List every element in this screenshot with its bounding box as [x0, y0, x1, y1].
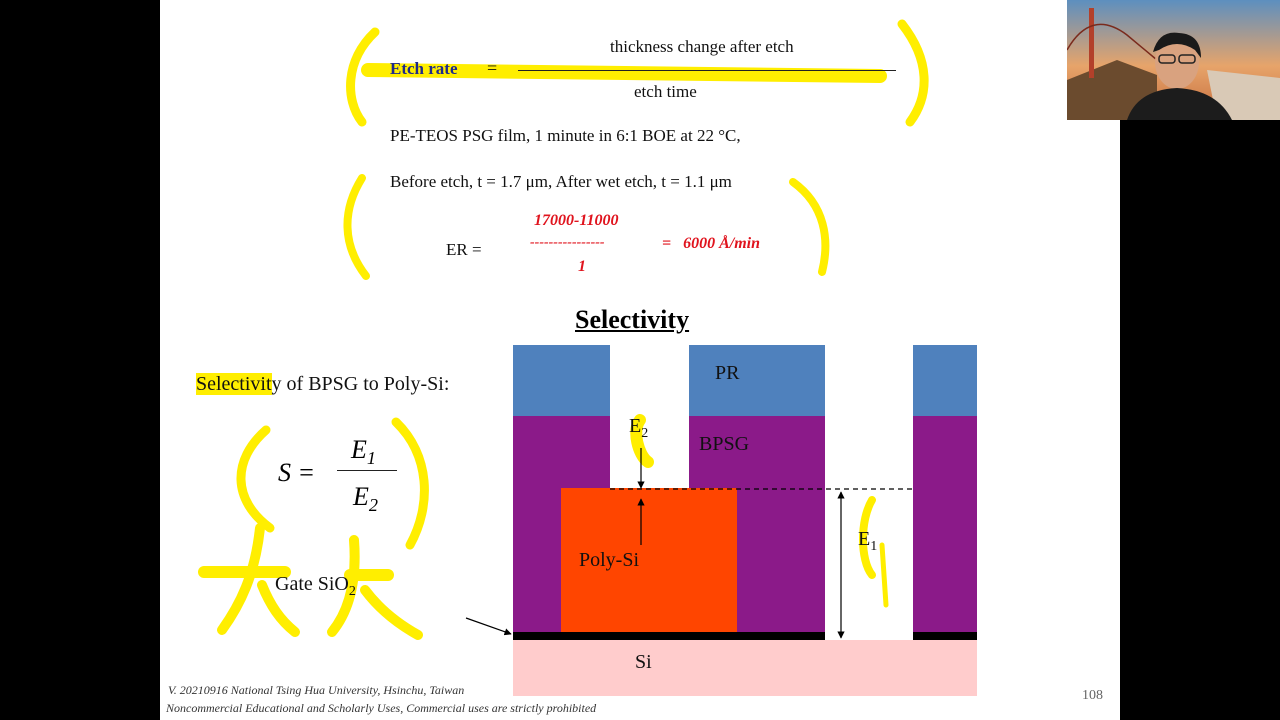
er-fraction-bar: ----------------	[530, 235, 605, 250]
gate-oxide-label: Gate SiO2	[275, 573, 356, 599]
selectivity-title: Selectivity	[575, 305, 690, 334]
da-stroke-5	[327, 535, 360, 637]
gate-oxide-layer-right	[913, 632, 977, 640]
s-label: S =	[278, 458, 316, 487]
polysi-block	[561, 488, 737, 632]
e2-diagram-label: E2	[629, 415, 649, 441]
paren-left-er	[343, 174, 370, 280]
cross-section-diagram: PR BPSG Poly-Si Si E2 E1	[513, 345, 977, 696]
polysi-label: Poly-Si	[579, 549, 640, 571]
paren-right-s	[391, 417, 429, 550]
webcam-video	[1067, 0, 1280, 120]
da-stroke-2	[217, 523, 265, 635]
gate-oxide-layer-left	[513, 632, 825, 640]
er-denominator: 1	[578, 258, 586, 275]
pr-label: PR	[715, 362, 740, 384]
page-number: 108	[1082, 688, 1103, 703]
da-stroke-3	[257, 580, 300, 637]
paren-right-er	[789, 178, 830, 276]
etch-rate-label: Etch rate	[390, 59, 458, 78]
paren-left-s	[236, 425, 275, 533]
highlight-etch-rate	[361, 63, 887, 83]
pr-block-middle	[689, 345, 825, 416]
bpsg-label: BPSG	[699, 433, 750, 455]
footer-line-2: Noncommercial Educational and Scholarly …	[166, 701, 597, 715]
example-line-1: PE-TEOS PSG film, 1 minute in 6:1 BOE at…	[390, 126, 741, 145]
example-line-2: Before etch, t = 1.7 μm, After wet etch,…	[390, 172, 732, 191]
si-label: Si	[635, 651, 652, 673]
er-numerator: 17000-11000	[534, 212, 619, 229]
numerator-text: thickness change after etch	[610, 37, 794, 56]
slide: Etch rate = thickness change after etch …	[160, 0, 1120, 720]
gate-oxide-pointer	[465, 617, 512, 636]
e1-diagram-label: E1	[858, 528, 878, 554]
s-fraction-line	[337, 470, 397, 471]
selectivity-subtitle: Selectivity of BPSG to Poly-Si:	[196, 373, 449, 396]
highlight-e2	[630, 414, 654, 468]
da-stroke-6	[360, 585, 423, 640]
s-numerator: E1	[351, 435, 376, 469]
selectivity-subtitle-highlight: Selectivit	[196, 373, 272, 395]
paren-left-top	[346, 27, 380, 127]
si-substrate	[513, 640, 977, 696]
er-label: ER =	[446, 240, 482, 259]
selectivity-subtitle-rest: y of BPSG to Poly-Si:	[271, 373, 450, 395]
paren-right-top	[897, 19, 929, 127]
s-denominator: E2	[353, 482, 378, 516]
pr-block-right	[913, 345, 977, 416]
highlight-e1-tail	[879, 542, 889, 608]
pr-block-left	[513, 345, 610, 416]
bpsg-right	[913, 416, 977, 632]
highlight-e1	[859, 496, 876, 579]
denominator-text: etch time	[634, 82, 697, 101]
er-result: = 6000 Å/min	[662, 235, 761, 252]
footer-line-1: V. 20210916 National Tsing Hua Universit…	[168, 683, 465, 697]
highlighter-annotations	[198, 19, 929, 659]
etch-rate-equals: =	[487, 58, 498, 78]
diagram-arrows	[465, 448, 914, 639]
fraction-line	[518, 70, 896, 71]
